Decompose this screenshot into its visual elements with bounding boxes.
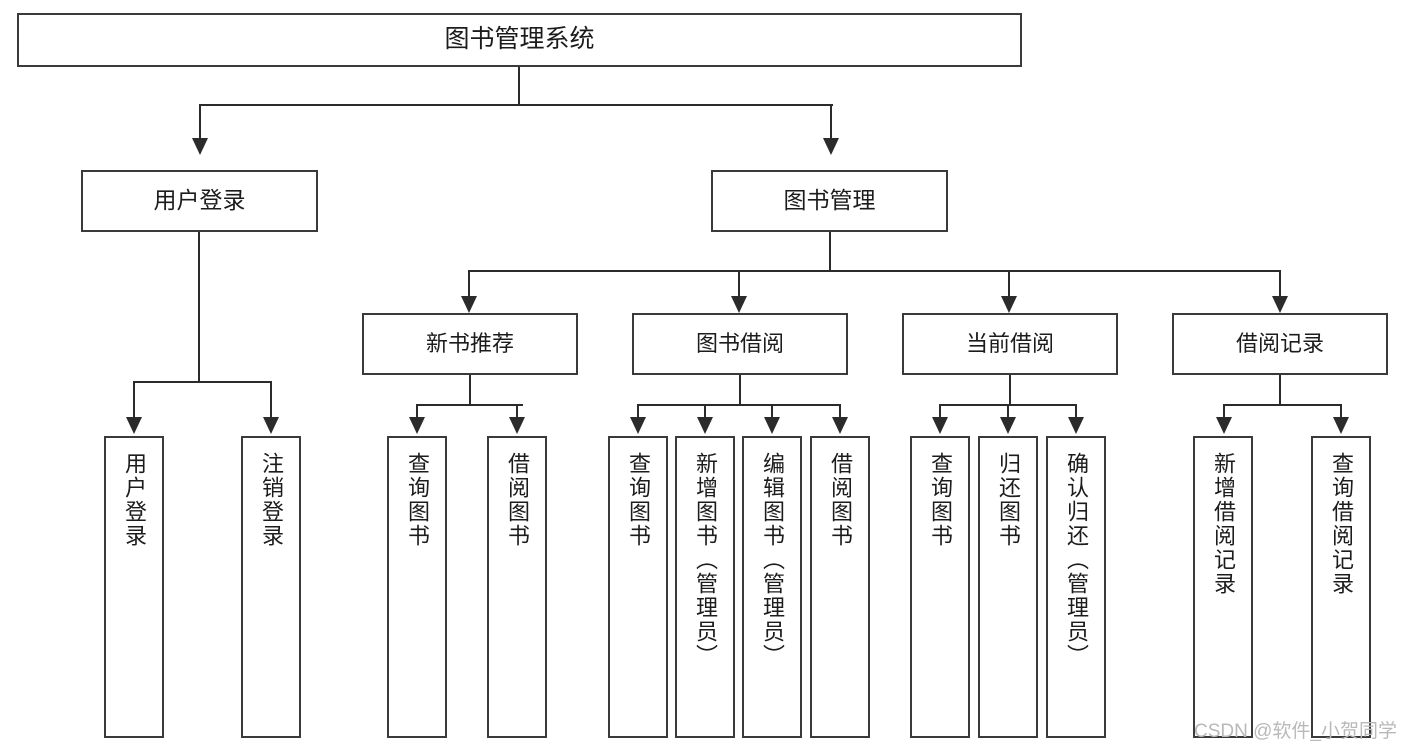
connector-book-manage-bus <box>468 270 1280 273</box>
arrow-to-book-manage <box>823 138 839 155</box>
leaf-return-book[interactable]: 归还图书 <box>978 436 1038 738</box>
leaf-user-login[interactable]: 用户登录 <box>104 436 164 738</box>
connector-user-login-drop-2 <box>270 381 273 419</box>
node-label: 归还图书 <box>995 452 1021 548</box>
node-label: 查询借阅记录 <box>1328 452 1354 596</box>
connector-user-login-stem <box>198 232 201 381</box>
connector-br-stem <box>1279 375 1282 404</box>
arrow-to-leaf-query-book-3 <box>932 417 948 434</box>
node-label: 借阅记录 <box>1235 331 1324 357</box>
connector-bb-drop-4 <box>839 404 842 419</box>
connector-bm-drop-3 <box>1008 270 1011 298</box>
connector-root-bus <box>199 104 833 107</box>
connector-cb-drop-3 <box>1075 404 1078 419</box>
node-root-library-system[interactable]: 图书管理系统 <box>17 13 1022 67</box>
node-label: 当前借阅 <box>965 331 1054 357</box>
connector-br-drop-1 <box>1223 404 1226 419</box>
connector-nbr-drop-2 <box>516 404 519 419</box>
connector-cb-stem <box>1009 375 1012 404</box>
connector-bb-drop-2 <box>704 404 707 419</box>
node-label: 图书借阅 <box>695 331 784 357</box>
node-label: 借阅图书 <box>504 452 530 548</box>
connector-user-login-bus <box>133 381 270 384</box>
connector-root-to-user-login <box>199 104 202 140</box>
connector-cb-drop-2 <box>1007 404 1010 419</box>
leaf-add-record[interactable]: 新增借阅记录 <box>1193 436 1253 738</box>
node-new-book-recommend[interactable]: 新书推荐 <box>362 313 578 375</box>
connector-bm-drop-1 <box>468 270 471 298</box>
connector-root-to-book-manage <box>830 104 833 140</box>
connector-nbr-stem <box>469 375 472 404</box>
arrow-to-leaf-query-book-2 <box>630 417 646 434</box>
node-label: 查询图书 <box>404 452 430 548</box>
node-user-login[interactable]: 用户登录 <box>81 170 318 232</box>
leaf-add-book[interactable]: 新增图书（管理员） <box>675 436 735 738</box>
arrow-to-new-book-recommend <box>461 296 477 313</box>
connector-nbr-bus <box>416 404 523 407</box>
arrow-to-leaf-user-login <box>126 417 142 434</box>
connector-bb-drop-3 <box>771 404 774 419</box>
arrow-to-leaf-borrow-book-1 <box>509 417 525 434</box>
connector-user-login-drop-1 <box>133 381 136 419</box>
arrow-to-user-login <box>192 138 208 155</box>
node-label: 注销登录 <box>258 452 284 548</box>
node-borrow-record[interactable]: 借阅记录 <box>1172 313 1388 375</box>
arrow-to-current-borrow <box>1001 296 1017 313</box>
arrow-to-leaf-add-record <box>1216 417 1232 434</box>
node-label: 查询图书 <box>625 452 651 548</box>
node-book-borrow[interactable]: 图书借阅 <box>632 313 848 375</box>
connector-nbr-drop-1 <box>416 404 419 419</box>
leaf-query-book-3[interactable]: 查询图书 <box>910 436 970 738</box>
connector-root-stem <box>518 67 521 104</box>
connector-cb-drop-1 <box>939 404 942 419</box>
arrow-to-leaf-borrow-book-2 <box>832 417 848 434</box>
arrow-to-book-borrow <box>731 296 747 313</box>
connector-book-manage-stem <box>829 232 832 270</box>
node-label: 用户登录 <box>121 452 147 548</box>
arrow-to-leaf-return-book <box>1000 417 1016 434</box>
node-label: 用户登录 <box>153 187 246 214</box>
node-label: 新书推荐 <box>425 331 514 357</box>
connector-br-drop-2 <box>1340 404 1343 419</box>
node-label: 新增借阅记录 <box>1210 452 1236 596</box>
arrow-to-leaf-add-book <box>697 417 713 434</box>
leaf-logout-login[interactable]: 注销登录 <box>241 436 301 738</box>
arrow-to-leaf-query-book-1 <box>409 417 425 434</box>
node-label: 查询图书 <box>927 452 953 548</box>
connector-bb-drop-1 <box>637 404 640 419</box>
arrow-to-leaf-query-record <box>1333 417 1349 434</box>
arrow-to-leaf-confirm-return <box>1068 417 1084 434</box>
leaf-query-book-2[interactable]: 查询图书 <box>608 436 668 738</box>
leaf-confirm-return[interactable]: 确认归还（管理员） <box>1046 436 1106 738</box>
connector-bb-bus <box>637 404 839 407</box>
node-label: 编辑图书（管理员） <box>759 452 785 668</box>
leaf-borrow-book-1[interactable]: 借阅图书 <box>487 436 547 738</box>
arrow-to-leaf-edit-book <box>764 417 780 434</box>
connector-bm-drop-4 <box>1279 270 1282 298</box>
arrow-to-leaf-logout-login <box>263 417 279 434</box>
leaf-edit-book[interactable]: 编辑图书（管理员） <box>742 436 802 738</box>
leaf-query-record[interactable]: 查询借阅记录 <box>1311 436 1371 738</box>
node-label: 借阅图书 <box>827 452 853 548</box>
node-label: 图书管理系统 <box>444 25 595 54</box>
leaf-query-book-1[interactable]: 查询图书 <box>387 436 447 738</box>
connector-br-bus <box>1223 404 1342 407</box>
leaf-borrow-book-2[interactable]: 借阅图书 <box>810 436 870 738</box>
node-label: 图书管理 <box>783 187 876 214</box>
node-label: 新增图书（管理员） <box>692 452 718 668</box>
connector-bm-drop-2 <box>738 270 741 298</box>
node-current-borrow[interactable]: 当前借阅 <box>902 313 1118 375</box>
node-label: 确认归还（管理员） <box>1063 452 1089 668</box>
arrow-to-borrow-record <box>1272 296 1288 313</box>
node-book-manage[interactable]: 图书管理 <box>711 170 948 232</box>
connector-bb-stem <box>739 375 742 404</box>
